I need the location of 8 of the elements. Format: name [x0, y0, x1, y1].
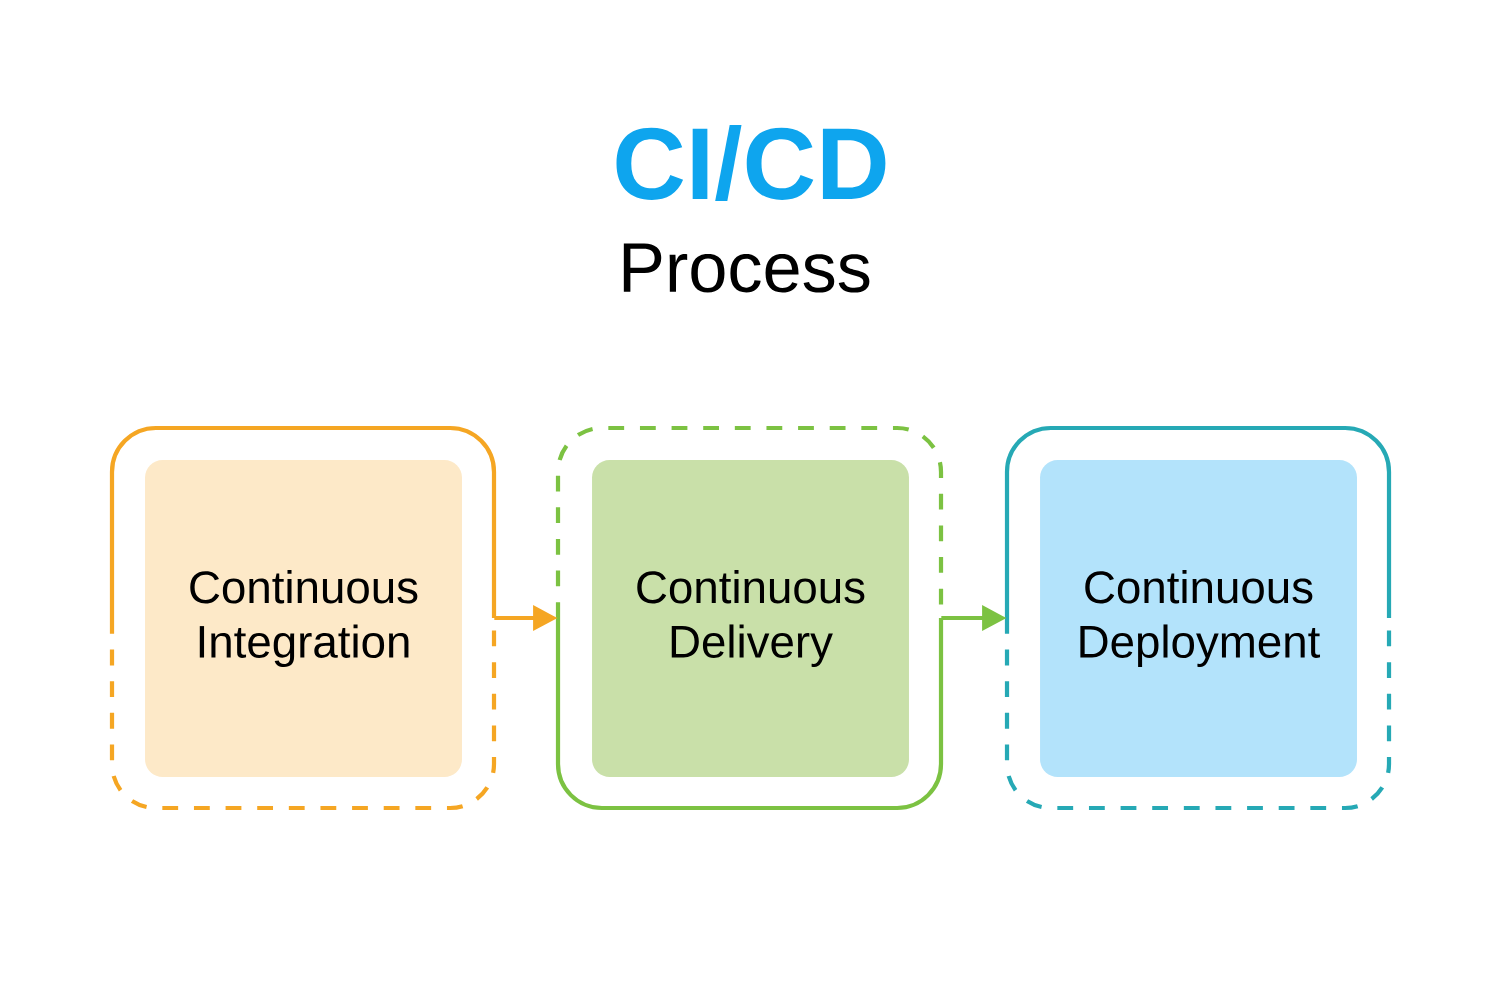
process-box: Continuous Integration [145, 460, 462, 777]
frame [1004, 425, 1392, 811]
process-box: Continuous Delivery [592, 460, 909, 777]
subtitle: Process [623, 243, 870, 293]
frame [109, 425, 497, 811]
process-box: Continuous Deployment [1040, 460, 1357, 777]
title: CI/CD [616, 125, 886, 201]
frame [555, 425, 944, 811]
